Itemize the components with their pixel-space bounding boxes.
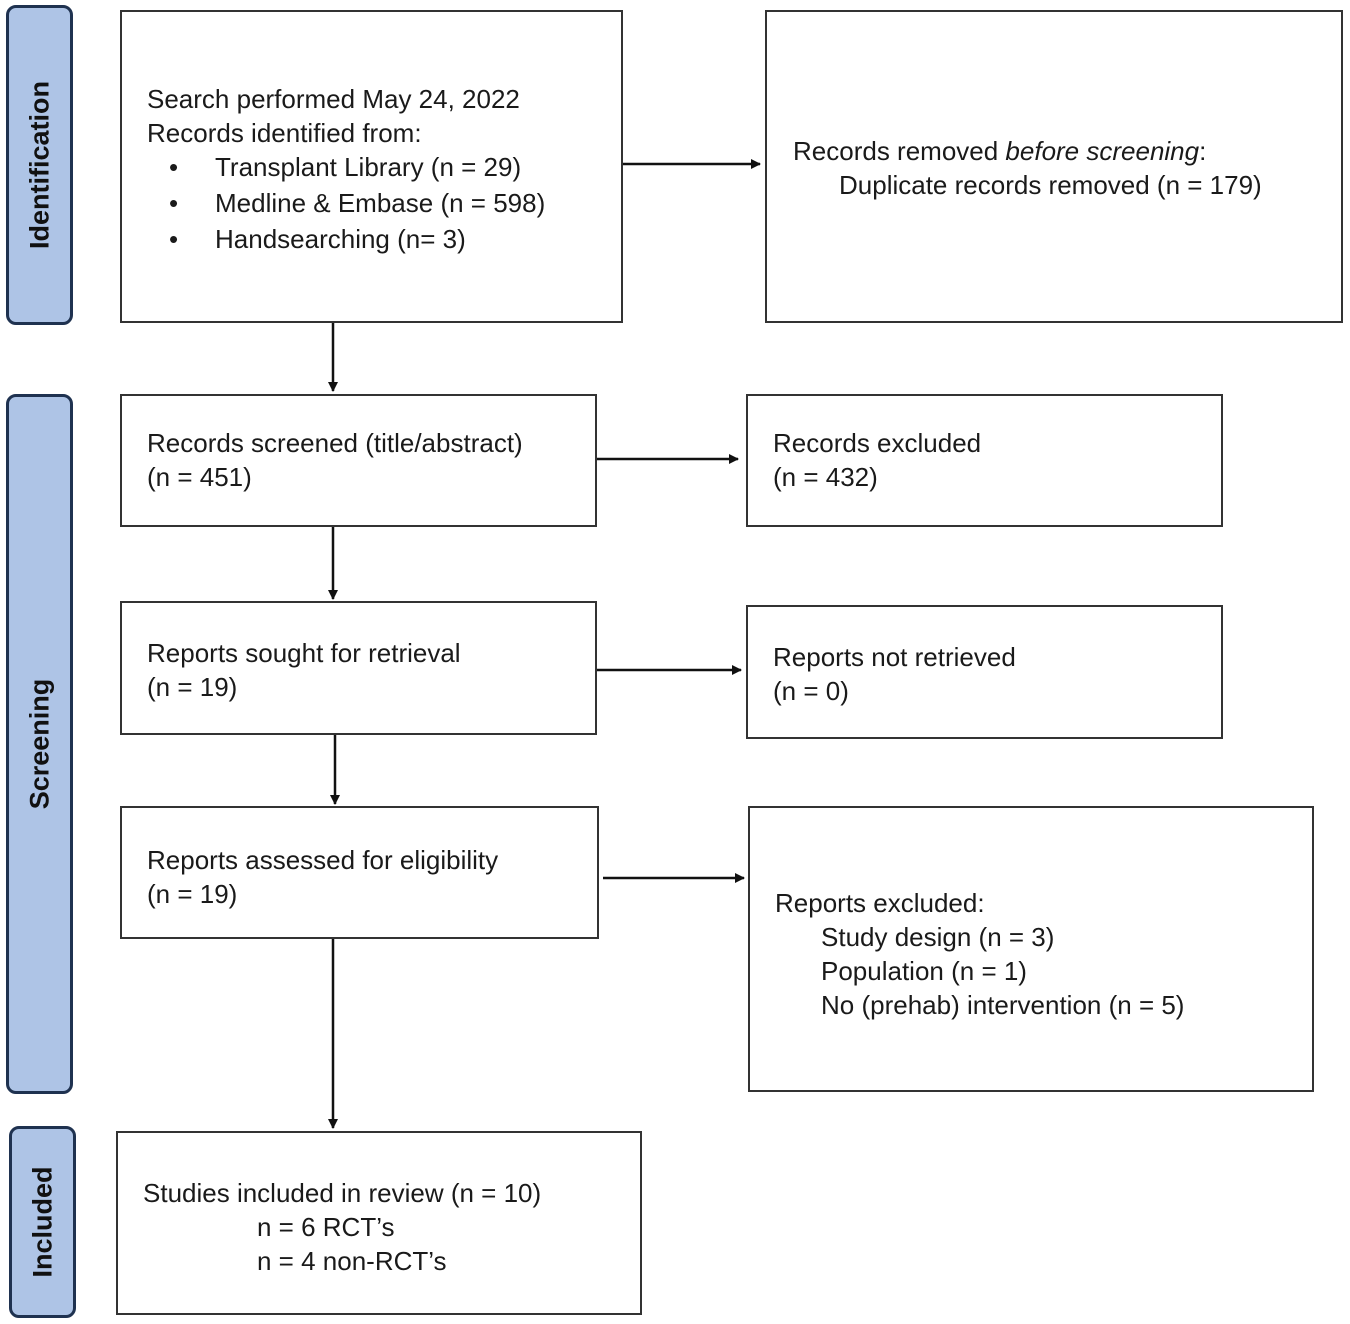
records-excluded-count: (n = 432) [773,462,878,492]
records-excluded-box: Records excluded (n = 432) [746,394,1223,527]
studies-included-box: Studies included in review (n = 10) n = … [116,1131,642,1315]
search-date-text: Search performed May 24, 2022 [147,84,520,114]
exclusion-reason-study-design: Study design (n = 3) [821,922,1055,952]
reports-not-retrieved-count: (n = 0) [773,676,849,706]
reports-not-retrieved-box: Reports not retrieved (n = 0) [746,605,1223,739]
records-screened-label: Records screened (title/abstract) [147,428,523,458]
reports-sought-box: Reports sought for retrieval (n = 19) [120,601,597,735]
phase-included: Included [9,1126,76,1318]
records-screened-count: (n = 451) [147,462,252,492]
reports-not-retrieved-label: Reports not retrieved [773,642,1016,672]
reports-excluded-heading: Reports excluded: [775,888,985,918]
reports-assessed-box: Reports assessed for eligibility (n = 19… [120,806,599,939]
studies-included-non-rct: n = 4 non-RCT’s [257,1246,447,1276]
studies-included-total: Studies included in review (n = 10) [143,1178,542,1208]
phase-identification-label: Identification [24,81,54,249]
source-item-transplant-library: Transplant Library (n = 29) [147,150,621,184]
source-item-medline-embase: Medline & Embase (n = 598) [147,186,621,220]
phase-screening-label: Screening [24,678,54,810]
reports-excluded-box: Reports excluded: Study design (n = 3) P… [748,806,1314,1092]
phase-identification: Identification [6,5,73,325]
records-screened-box: Records screened (title/abstract) (n = 4… [120,394,597,527]
studies-included-rct: n = 6 RCT’s [257,1212,395,1242]
records-removed-suffix: : [1199,136,1207,166]
records-removed-emphasis: before screening [1005,136,1200,166]
phase-included-label: Included [27,1166,57,1278]
records-identified-heading: Records identified from: [147,118,422,148]
reports-sought-label: Reports sought for retrieval [147,638,461,668]
duplicates-removed-text: Duplicate records removed (n = 179) [839,170,1262,200]
reports-sought-count: (n = 19) [147,672,238,702]
source-list: Transplant Library (n = 29) Medline & Em… [122,150,621,256]
records-excluded-label: Records excluded [773,428,982,458]
records-removed-box: Records removed before screening: Duplic… [765,10,1343,323]
source-item-handsearching: Handsearching (n= 3) [147,222,621,256]
records-removed-heading: Records removed before screening: [793,134,1341,168]
reports-assessed-label: Reports assessed for eligibility [147,845,499,875]
exclusion-reason-no-intervention: No (prehab) intervention (n = 5) [821,990,1185,1020]
records-removed-prefix: Records removed [793,136,1006,166]
phase-screening: Screening [6,394,73,1094]
reports-assessed-count: (n = 19) [147,879,238,909]
identification-box: Search performed May 24, 2022 Records id… [120,10,623,323]
exclusion-reason-population: Population (n = 1) [821,956,1027,986]
